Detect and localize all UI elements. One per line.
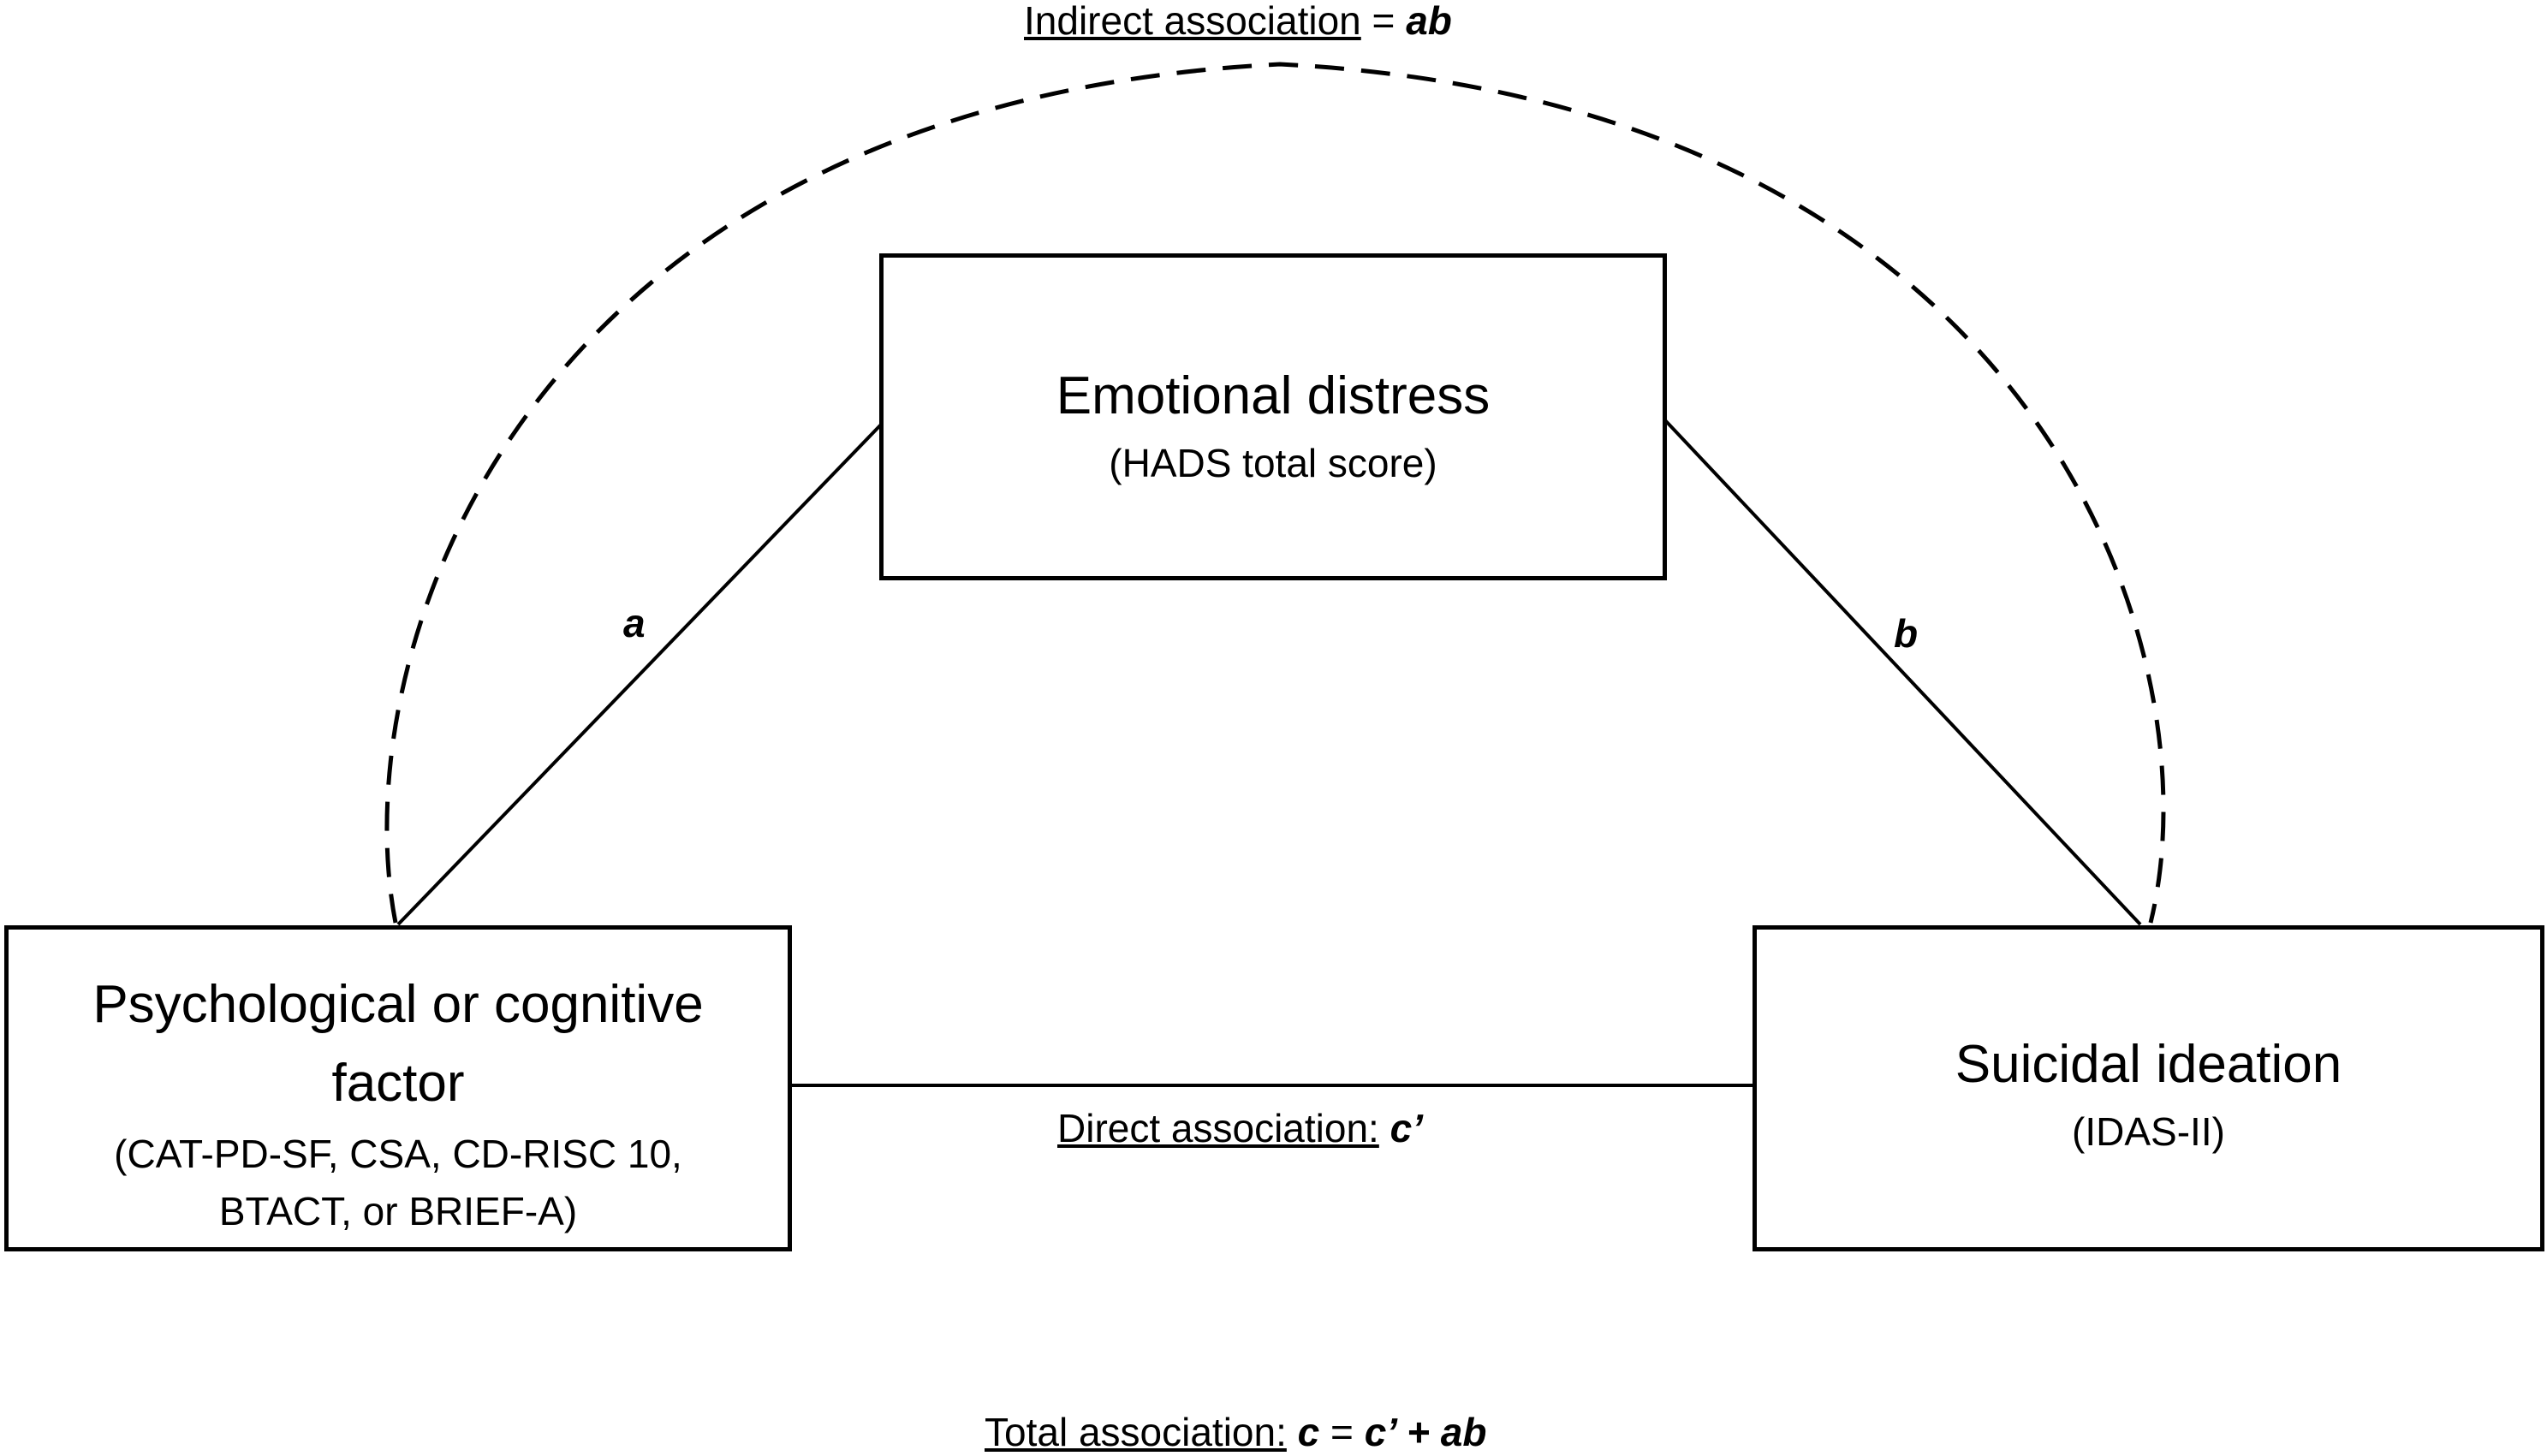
- mediator-subtitle: (HADS total score): [1109, 441, 1437, 485]
- outcome-title: Suicidal ideation: [1955, 1035, 2342, 1094]
- path-b-label: b: [1894, 611, 1919, 656]
- mediator-title: Emotional distress: [1056, 366, 1491, 425]
- outcome-box: Suicidal ideation (IDAS-II): [1753, 925, 2544, 1251]
- total-association-label: Total association: c = c’ + ab: [985, 1408, 1486, 1456]
- indirect-equals: =: [1360, 0, 1407, 43]
- predictor-subtitle-line1: (CAT-PD-SF, CSA, CD-RISC 10,: [114, 1132, 682, 1176]
- predictor-box: Psychological or cognitive factor (CAT-P…: [4, 925, 792, 1251]
- path-b-line: [1663, 418, 2142, 926]
- total-expression: c’ + ab: [1364, 1410, 1487, 1454]
- path-a-line: [396, 422, 884, 926]
- indirect-association-label: Indirect association = ab: [1024, 0, 1452, 45]
- total-equals: =: [1319, 1410, 1365, 1454]
- direct-association-text: Direct association:: [1057, 1106, 1379, 1150]
- direct-term: c’: [1390, 1106, 1423, 1150]
- indirect-term: ab: [1406, 0, 1452, 43]
- predictor-subtitle-line2: BTACT, or BRIEF-A): [218, 1189, 578, 1233]
- outcome-subtitle: (IDAS-II): [2072, 1109, 2225, 1154]
- indirect-path-arc: [384, 62, 2166, 924]
- path-a-label: a: [623, 601, 646, 645]
- predictor-title-line1: Psychological or cognitive: [92, 975, 704, 1034]
- direct-association-label: Direct association: c’: [1057, 1104, 1423, 1152]
- predictor-title-line2: factor: [331, 1054, 465, 1113]
- total-c-term: c: [1297, 1410, 1320, 1454]
- total-association-text: Total association:: [985, 1410, 1287, 1454]
- mediator-box: Emotional distress (HADS total score): [879, 253, 1667, 580]
- indirect-association-text: Indirect association: [1024, 0, 1361, 43]
